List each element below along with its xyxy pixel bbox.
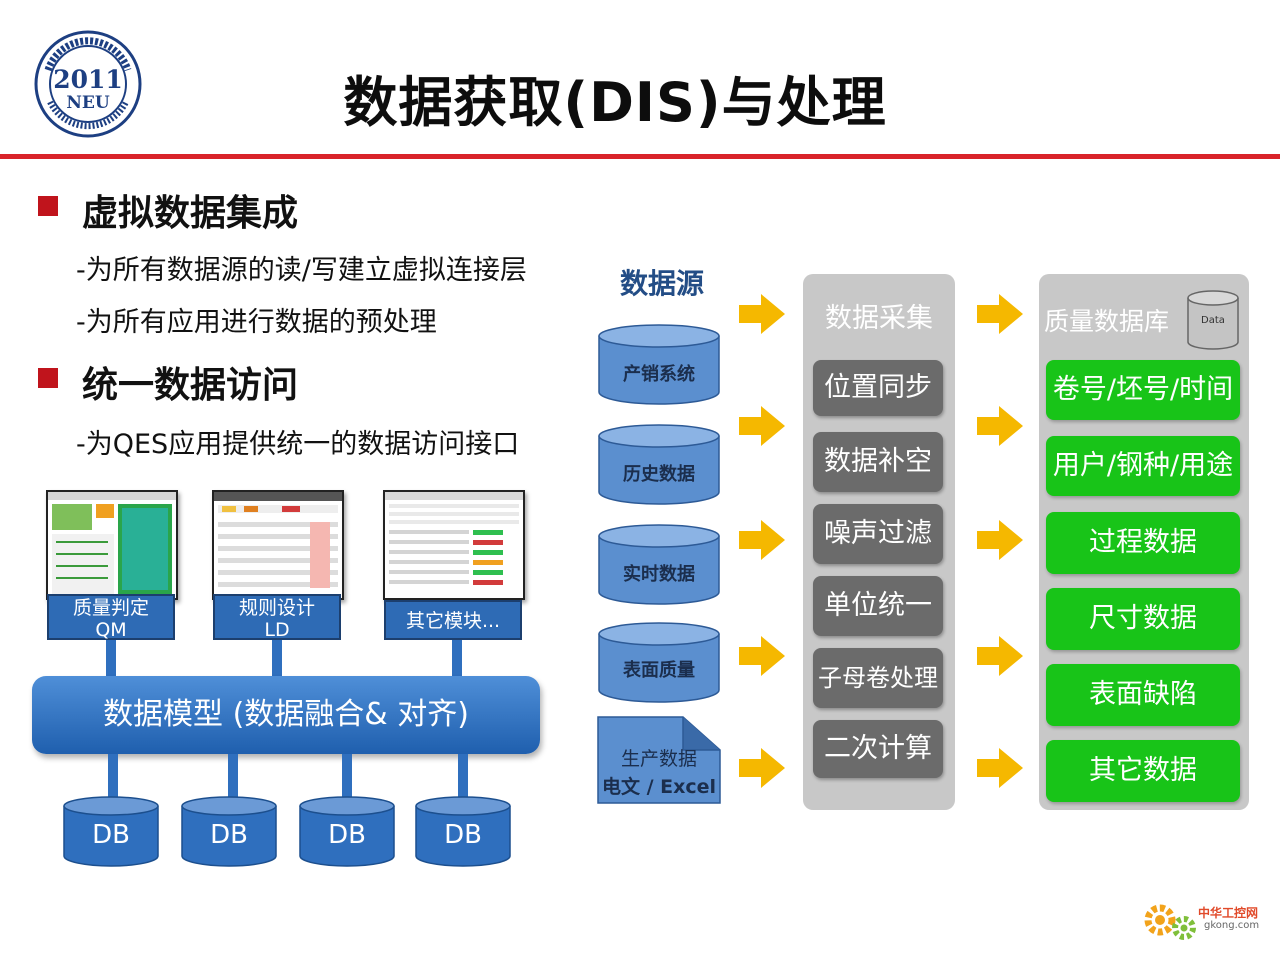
page-title-text: 数据获取(DIS)与处理 xyxy=(343,71,887,134)
watermark-logo: 中华工控网 gkong.com xyxy=(1140,896,1270,946)
right-arrow-icon xyxy=(977,748,1023,788)
module-caption-qm[interactable]: 质量判定 QM xyxy=(47,594,175,641)
db-label: DB xyxy=(210,820,248,850)
right-arrow-icon xyxy=(739,520,785,560)
right-arrow-icon xyxy=(977,520,1023,560)
other-module-screenshot-thumbnail xyxy=(383,490,525,600)
source-cylinder-icon: 产销系统 xyxy=(597,324,721,406)
page-title: 数据获取(DIS)与处理 xyxy=(0,58,1280,137)
connector-line xyxy=(458,754,468,804)
right-arrow-icon xyxy=(739,406,785,446)
module-label: 其它模块... xyxy=(405,610,501,632)
module-caption-ld[interactable]: 规则设计 LD xyxy=(213,594,341,641)
source-cylinder-icon: 历史数据 xyxy=(597,424,721,506)
db-item-other-data[interactable]: 其它数据 xyxy=(1046,740,1240,802)
section-item: -为所有应用进行数据的预处理 xyxy=(76,307,437,338)
module-label: 规则设计 LD xyxy=(238,597,315,641)
right-arrow-icon xyxy=(977,406,1023,446)
watermark-text-cn: 中华工控网 xyxy=(1198,906,1259,920)
source-label: 产销系统 xyxy=(623,364,695,385)
collect-step-coil-processing[interactable]: 子母卷处理 xyxy=(813,648,943,708)
db-item-coil-id-time[interactable]: 卷号/坯号/时间 xyxy=(1046,360,1240,420)
connector-line xyxy=(272,640,282,678)
db-item-surface-defects[interactable]: 表面缺陷 xyxy=(1046,664,1240,726)
source-label: 历史数据 xyxy=(623,464,695,485)
source-cylinder-icon: 实时数据 xyxy=(597,524,721,606)
right-arrow-icon xyxy=(739,748,785,788)
section-item: -为所有数据源的读/写建立虚拟连接层 xyxy=(76,255,527,286)
db-label: DB xyxy=(444,820,482,850)
source-label: 实时数据 xyxy=(623,564,695,585)
right-arrow-icon xyxy=(977,636,1023,676)
right-arrow-icon xyxy=(977,294,1023,334)
source-label: 表面质量 xyxy=(623,660,695,681)
db-cylinder-icon: DB xyxy=(62,796,160,868)
connector-line xyxy=(228,754,238,804)
doc-source-line2: 电文 / Excel xyxy=(601,776,717,798)
module-label: 质量判定 QM xyxy=(72,597,149,641)
db-cylinder-icon: DB xyxy=(298,796,396,868)
watermark-text-en: gkong.com xyxy=(1204,920,1260,931)
svg-text:2011: 2011 xyxy=(53,65,123,94)
right-arrow-icon xyxy=(739,294,785,334)
collect-step-position-sync[interactable]: 位置同步 xyxy=(813,360,943,416)
section-title-virtual-integration: 虚拟数据集成 xyxy=(82,193,299,234)
db-cylinder-icon: DB xyxy=(414,796,512,868)
module-caption-other[interactable]: 其它模块... xyxy=(384,600,522,640)
collect-step-noise-filter[interactable]: 噪声过滤 xyxy=(813,504,943,564)
section-item: -为QES应用提供统一的数据访问接口 xyxy=(76,429,520,460)
db-cylinder-icon: DB xyxy=(180,796,278,868)
db-item-process-data[interactable]: 过程数据 xyxy=(1046,512,1240,574)
qm-screenshot-thumbnail xyxy=(46,490,178,600)
ld-screenshot-thumbnail xyxy=(212,490,344,600)
database-icon-label: Data xyxy=(1201,315,1225,326)
svg-text:NEU: NEU xyxy=(66,93,109,113)
gear-icon xyxy=(1144,904,1196,940)
bullet-square-icon xyxy=(38,368,58,388)
collect-step-fill-missing[interactable]: 数据补空 xyxy=(813,432,943,492)
db-item-customer-grade[interactable]: 用户/钢种/用途 xyxy=(1046,436,1240,496)
database-icon: Data xyxy=(1186,290,1240,350)
collection-title: 数据采集 xyxy=(825,303,933,334)
connector-line xyxy=(108,754,118,804)
quality-db-title: 质量数据库 xyxy=(1044,307,1170,336)
db-label: DB xyxy=(92,820,130,850)
doc-source-line1: 生产数据 xyxy=(620,748,697,770)
collect-step-unit-unify[interactable]: 单位统一 xyxy=(813,576,943,636)
bullet-square-icon xyxy=(38,196,58,216)
section-title-unified-access: 统一数据访问 xyxy=(82,365,299,406)
university-logo: 2011 NEU xyxy=(34,30,142,138)
right-arrow-icon xyxy=(739,636,785,676)
connector-line xyxy=(342,754,352,804)
title-divider xyxy=(0,154,1280,159)
connector-line xyxy=(106,640,116,678)
db-item-dimension-data[interactable]: 尺寸数据 xyxy=(1046,588,1240,650)
document-source-icon: 生产数据 电文 / Excel xyxy=(597,716,721,804)
db-label: DB xyxy=(328,820,366,850)
sources-title: 数据源 xyxy=(620,267,705,300)
data-model-box: 数据模型 (数据融合& 对齐) xyxy=(32,676,540,754)
source-cylinder-icon: 表面质量 xyxy=(597,622,721,704)
collect-step-secondary-calc[interactable]: 二次计算 xyxy=(813,720,943,778)
connector-line xyxy=(452,640,462,678)
